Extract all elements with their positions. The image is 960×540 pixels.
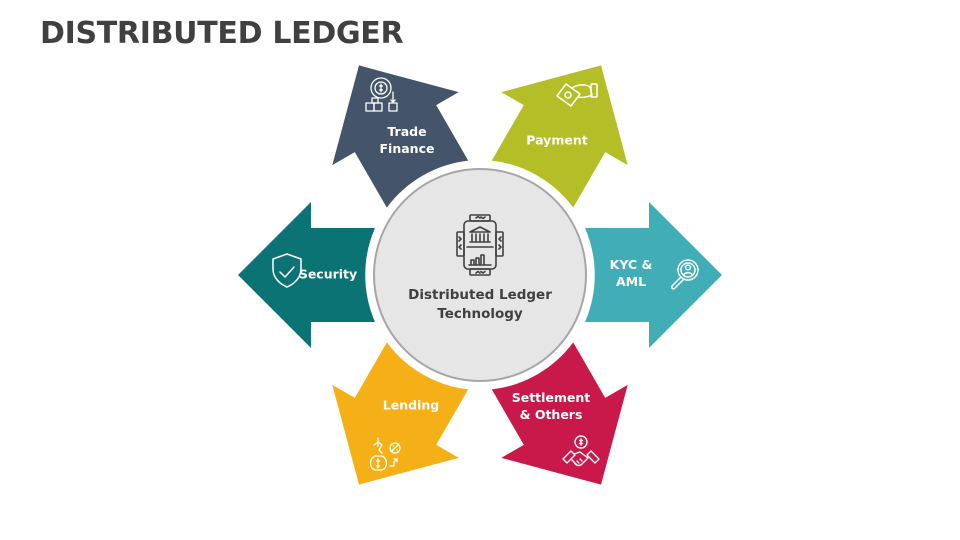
bank-ledger-chart-icon bbox=[456, 214, 504, 276]
arrow-kyc-aml bbox=[585, 202, 722, 348]
center-label-line1: Distributed Ledger bbox=[408, 287, 552, 303]
label-lending: Lending bbox=[383, 397, 439, 414]
label-line: Security bbox=[298, 266, 358, 282]
handshake-dollar-icon bbox=[562, 435, 600, 467]
shield-check-icon bbox=[272, 253, 302, 288]
trade-finance-boxes-icon bbox=[365, 77, 398, 112]
center-label: Distributed Ledger Technology bbox=[408, 286, 552, 324]
label-security: Security bbox=[299, 266, 357, 283]
money-bag-percent-icon bbox=[369, 437, 401, 471]
label-kyc-aml: KYC & AML bbox=[610, 256, 653, 290]
label-line: AML bbox=[615, 274, 647, 289]
center-label-line2: Technology bbox=[437, 306, 523, 322]
label-line: Payment bbox=[526, 132, 588, 148]
label-payment: Payment bbox=[526, 132, 587, 149]
label-line: KYC & bbox=[609, 257, 653, 272]
label-line: & Others bbox=[519, 407, 583, 422]
slide-title: DISTRIBUTED LEDGER bbox=[40, 16, 404, 51]
label-line: Lending bbox=[382, 397, 440, 413]
hand-money-payment-icon bbox=[556, 83, 598, 107]
label-line: Finance bbox=[379, 141, 435, 156]
magnifier-user-icon bbox=[670, 259, 699, 290]
label-line: Trade bbox=[387, 124, 427, 139]
label-trade-finance: Trade Finance bbox=[380, 123, 435, 157]
label-settlement: Settlement & Others bbox=[512, 389, 591, 423]
label-line: Settlement bbox=[511, 390, 591, 405]
